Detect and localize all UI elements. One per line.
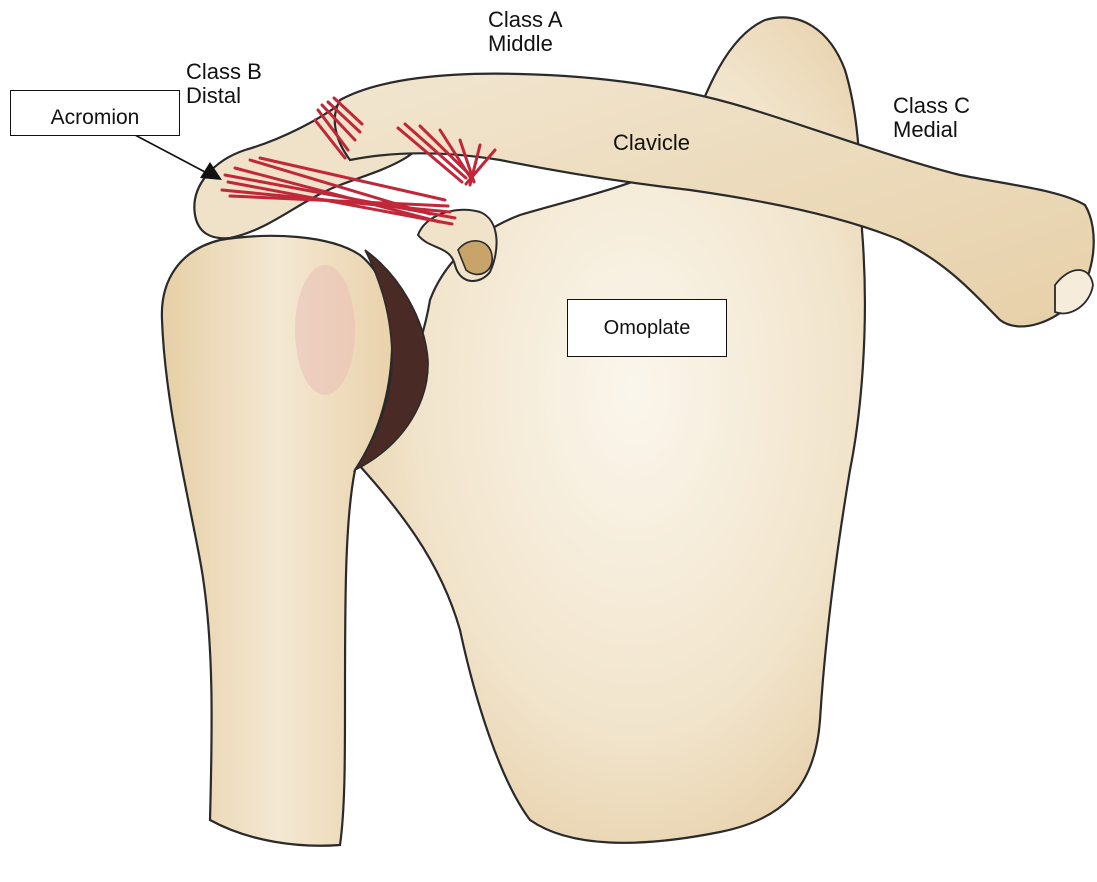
omoplate-label: Omoplate — [604, 317, 691, 340]
class-a-line2: Middle — [488, 32, 563, 56]
class-b-line1: Class B — [186, 60, 262, 84]
omoplate-label-box: Omoplate — [567, 299, 727, 357]
class-b-line2: Distal — [186, 84, 262, 108]
class-a-label: Class A Middle — [488, 8, 563, 56]
acromion-label: Acromion — [51, 106, 140, 130]
class-b-label: Class B Distal — [186, 60, 262, 108]
acromion-leader-line — [135, 135, 205, 172]
humerus-bone — [162, 236, 393, 846]
class-c-line1: Class C — [893, 94, 970, 118]
clavicle-label: Clavicle — [613, 131, 690, 155]
class-c-label: Class C Medial — [893, 94, 970, 142]
class-c-line2: Medial — [893, 118, 970, 142]
class-a-line1: Class A — [488, 8, 563, 32]
humeral-head-shade — [295, 265, 355, 395]
acromion-label-box: Acromion — [10, 90, 180, 136]
